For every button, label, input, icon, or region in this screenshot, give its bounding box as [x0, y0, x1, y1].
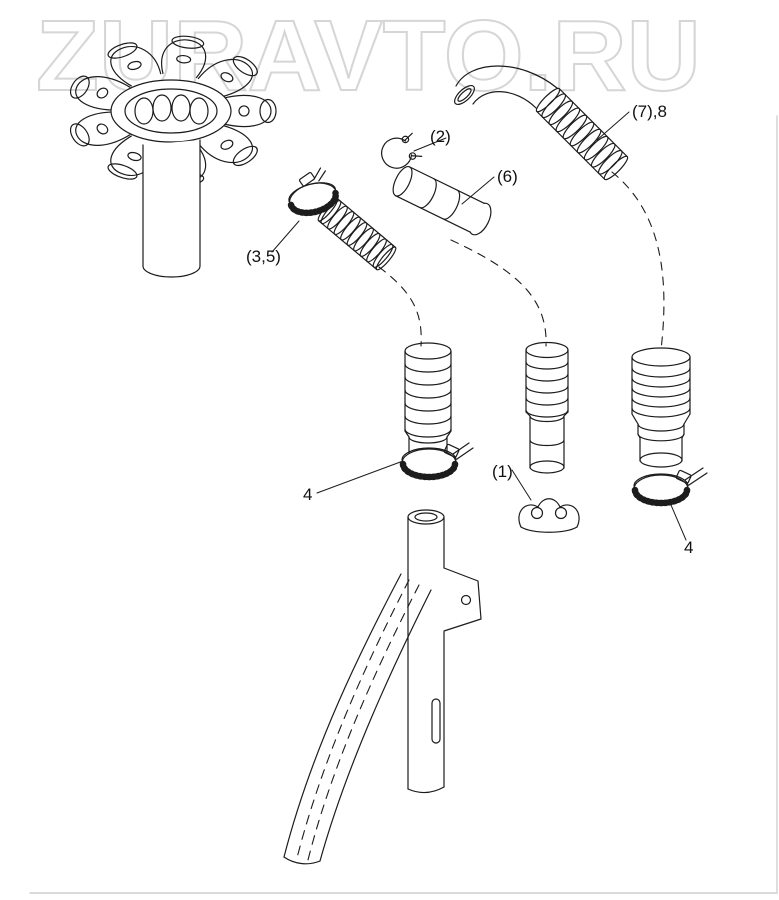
tube-bracket — [443, 567, 482, 632]
head-down-pipe — [142, 139, 201, 278]
retaining-clip-2 — [381, 132, 423, 169]
head-ring-inner — [124, 88, 218, 134]
label-part-6: (6) — [497, 167, 518, 186]
leader-lines — [271, 111, 687, 541]
label-part-4-left: 4 — [303, 485, 312, 504]
spring-clip-1 — [518, 498, 580, 533]
corrugated-hose-8 — [535, 87, 629, 181]
corrugated-hose-left — [317, 197, 397, 271]
barb-fitting-left — [404, 342, 452, 470]
barb-fitting-middle — [525, 341, 569, 474]
elbow-pipe-7 — [454, 65, 558, 109]
label-part-3-5: (3,5) — [246, 247, 281, 266]
frame-lines — [29, 115, 778, 894]
label-part-1: (1) — [492, 462, 513, 481]
worm-clamp-left-4 — [399, 442, 474, 481]
hose-connector-6 — [392, 165, 492, 236]
worm-clamp-right-4 — [631, 467, 708, 507]
head-ports — [134, 94, 209, 125]
hose-clamp-3-5 — [287, 167, 339, 217]
reducer-fitting-right — [631, 347, 691, 468]
label-part-7-8: (7),8 — [632, 102, 667, 121]
bracket-hole — [460, 594, 472, 606]
curved-arm — [283, 573, 432, 865]
part-labels: (2) (6) (7),8 (3,5) (1) 4 4 — [246, 102, 693, 557]
label-part-4-right: 4 — [684, 538, 693, 557]
dashed-routing-lines — [378, 171, 665, 351]
tube-slot — [431, 698, 441, 744]
boom-tube — [407, 509, 482, 794]
label-part-2: (2) — [430, 127, 451, 146]
distributor-head — [65, 34, 276, 278]
